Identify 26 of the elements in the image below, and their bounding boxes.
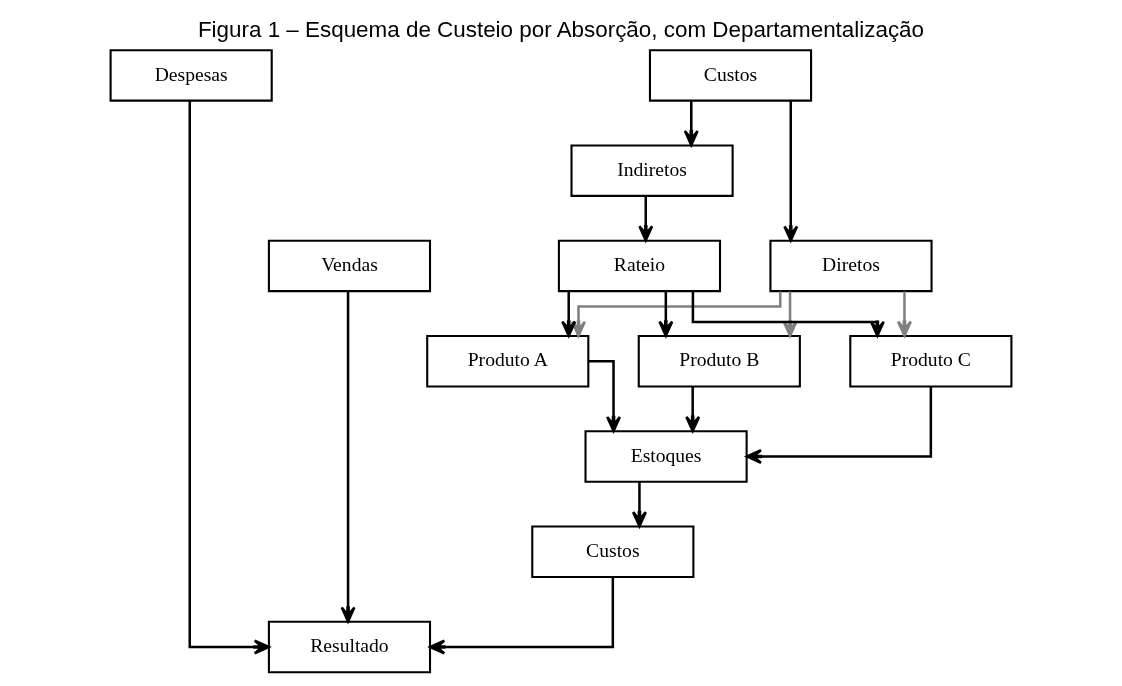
arrow — [896, 291, 913, 337]
node-box: Diretos — [769, 239, 933, 293]
node-box: Estoques — [584, 430, 748, 483]
arrow — [429, 577, 615, 655]
diagram-title: Figura 1 – Esquema de Custeio por Absorção, com Departamentalização — [197, 17, 925, 43]
node-box: Custos — [531, 525, 695, 578]
node-box: Custos — [648, 49, 813, 102]
arrow — [783, 100, 799, 242]
node-box: Produto C — [849, 334, 1013, 388]
arrow — [638, 196, 654, 242]
arrow — [745, 386, 933, 465]
arrow — [561, 291, 577, 337]
arrow — [631, 482, 647, 528]
node-box: Indiretos — [570, 144, 734, 197]
node-box: Produto B — [637, 334, 801, 388]
node-box: Vendas — [267, 239, 432, 293]
arrow — [188, 100, 270, 655]
node-box: Produto A — [426, 334, 590, 388]
node-box: Resultado — [267, 620, 432, 674]
node-box: Despesas — [109, 49, 273, 102]
node-box: Rateio — [557, 239, 722, 293]
arrow — [683, 100, 699, 147]
arrow — [588, 359, 622, 433]
arrow — [340, 291, 356, 623]
arrow — [685, 386, 701, 433]
arrow — [658, 291, 674, 337]
